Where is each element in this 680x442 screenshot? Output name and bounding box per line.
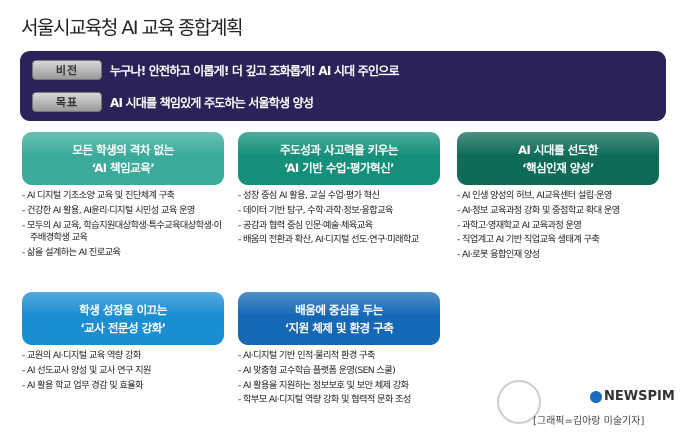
vision-text: 누구나! 안전하고 이롭게! 더 깊고 조화롭게! AI 시대 주인으로 [110,63,400,78]
vision-row: 비전 누구나! 안전하고 이롭게! 더 깊고 조화롭게! AI 시대 주인으로 [32,60,400,80]
card-item-list: AI 디지털 기초소양 교육 및 진단체계 구축건강한 AI 활용, AI윤리·… [22,190,224,260]
goal-badge: 목표 [32,92,102,112]
page-title: 서울시교육청 AI 교육 종합계획 [21,17,243,39]
list-item: 교원의 AI·디지털 교육 역량 강화 [22,350,224,363]
list-item: 데이터 기반 탐구, 수학·과학·정보·융합교육 [238,205,440,218]
vision-goal-panel: 비전 누구나! 안전하고 이롭게! 더 깊고 조화롭게! AI 시대 주인으로 … [20,51,666,121]
strategy-card: AI 시대를 선도한 ‘핵심인재 양성’ AI 인생 양성의 허브, AI교육센터 … [457,132,659,264]
card-header-line1: 학생 성장을 이끄는 [79,302,167,317]
strategy-card: 주도성과 사고력을 키우는 ‘AI 기반 수업·평가혁신’ 성장 중심 AI 활용,… [238,132,440,249]
card-header: 모든 학생의 격차 없는 ‘AI 책임교육’ [22,132,224,185]
card-header: 주도성과 사고력을 키우는 ‘AI 기반 수업·평가혁신’ [238,132,440,185]
card-item-list: 성장 중심 AI 활용, 교실 수업·평가 혁신데이터 기반 탐구, 수학·과학… [238,190,440,247]
card-header-line2: ‘지원 체제 및 환경 구축 [284,320,394,335]
goal-text: AI 시대를 책임있게 주도하는 서울학생 양성 [110,95,314,110]
list-item: 공감과 협력 중심 인문·예술·체육교육 [238,220,440,233]
card-header: 배움에 중심을 두는 ‘지원 체제 및 환경 구축 [238,292,440,345]
card-item-list: AI·디지털 기반 인적·물리적 환경 구축 AI 맞춤형 교수학습 플랫폼 운영… [238,350,440,407]
list-item: 건강한 AI 활용, AI윤리·디지털 시민성 교육 운영 [22,205,224,218]
card-header-line2: ‘AI 책임교육’ [91,160,155,175]
strategy-card: 학생 성장을 이끄는 ‘교사 전문성 강화’ 교원의 AI·디지털 교육 역량 강화… [22,292,224,394]
card-header-line1: 모든 학생의 격차 없는 [72,142,174,157]
list-item: AI 맞춤형 교수학습 플랫폼 운영(SEN 스쿨) [238,365,440,378]
vision-badge: 비전 [32,60,102,80]
card-header-line1: 주도성과 사고력을 키우는 [280,142,398,157]
card-header: 학생 성장을 이끄는 ‘교사 전문성 강화’ [22,292,224,345]
list-item: 학부모 AI·디지털 역량 강화 및 협력적 문화 조성 [238,394,440,407]
list-item: AI 선도교사 양성 및 교사 연구 지원 [22,365,224,378]
watermark-credit: [그래픽=김아랑 미술기자] [533,416,645,427]
list-item: 삶을 설계하는 AI 진로교육 [22,247,224,260]
card-item-list: 교원의 AI·디지털 교육 역량 강화 AI 선도교사 양성 및 교사 연구 지원… [22,350,224,392]
list-item: 과학고·영재학교 AI 교육과정 운영 [457,220,659,233]
list-item: 성장 중심 AI 활용, 교실 수업·평가 혁신 [238,190,440,203]
list-item: 직업계고 AI 기반 직업교육 생태계 구축 [457,234,659,247]
watermark-brand: NEWSPIM [590,389,675,404]
brand-text: NEWSPIM [604,389,675,404]
brand-dot-icon [590,390,602,403]
list-item: AI·디지털 기반 인적·물리적 환경 구축 [238,350,440,363]
card-header: AI 시대를 선도한 ‘핵심인재 양성’ [457,132,659,185]
list-item: 모두의 AI 교육, 학습지원대상학생·특수교육대상학생·이주배경학생 교육 [22,220,224,246]
goal-row: 목표 AI 시대를 책임있게 주도하는 서울학생 양성 [32,92,314,112]
strategy-card: 모든 학생의 격차 없는 ‘AI 책임교육’ AI 디지털 기초소양 교육 및 진단… [22,132,224,262]
card-header-line2: ‘교사 전문성 강화’ [80,320,166,335]
list-item: AI·로봇 융합인재 양성 [457,249,659,262]
newspim-logo-icon [497,380,541,424]
list-item: AI 활용을 지원하는 정보보호 및 보안 체제 강화 [238,380,440,393]
card-item-list: AI 인생 양성의 허브, AI교육센터 설립·운영 AI·정보 교육과정 강화 … [457,190,659,262]
strategy-card: 배움에 중심을 두는 ‘지원 체제 및 환경 구축 AI·디지털 기반 인적·물리적… [238,292,440,409]
card-header-line2: ‘AI 기반 수업·평가혁신’ [283,160,395,175]
card-header-line2: ‘핵심인재 양성’ [522,160,594,175]
list-item: AI·정보 교육과정 강화 및 중점학교 확대 운영 [457,205,659,218]
list-item: 배움의 전환과 확산, AI·디지털 선도·연구·미래학교 [238,234,440,247]
list-item: AI 디지털 기초소양 교육 및 진단체계 구축 [22,190,224,203]
list-item: AI 활용 학교 업무 경감 및 효율화 [22,380,224,393]
list-item: AI 인생 양성의 허브, AI교육센터 설립·운영 [457,190,659,203]
card-header-line1: 배움에 중심을 두는 [295,302,383,317]
card-header-line1: AI 시대를 선도한 [518,142,598,157]
